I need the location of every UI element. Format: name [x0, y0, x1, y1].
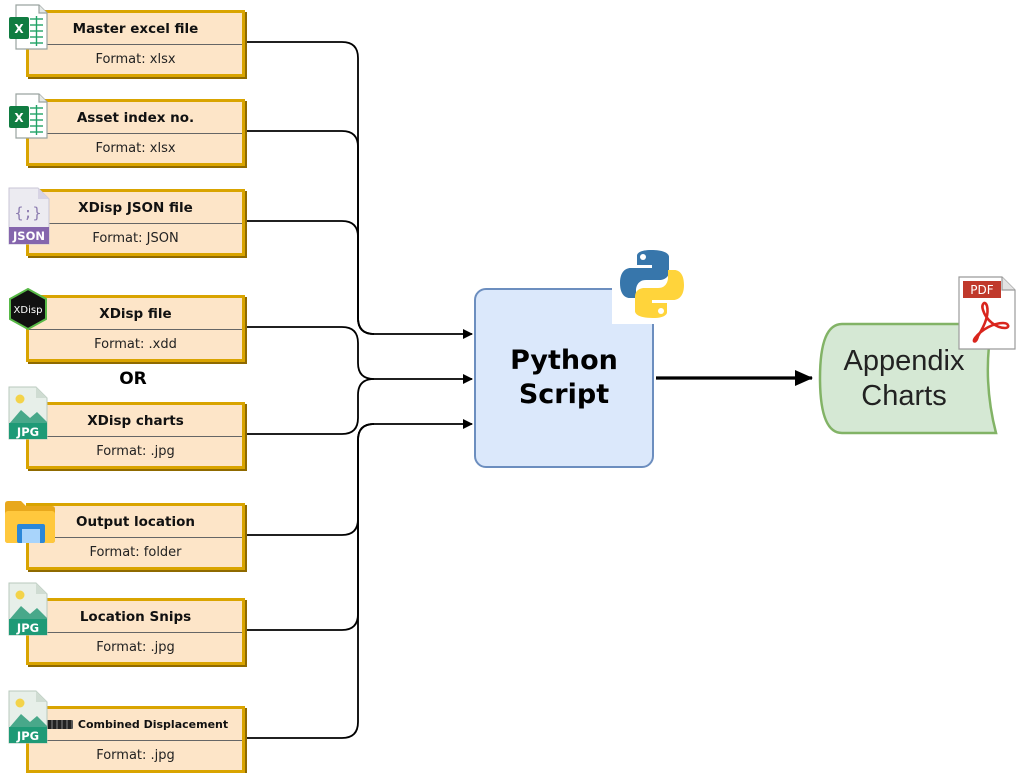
- input-title: Asset index no.: [76, 109, 195, 126]
- input-title: XDisp JSON file: [78, 199, 193, 216]
- input-output-location: Output location Format: folder: [26, 503, 245, 570]
- divider: [29, 44, 242, 45]
- divider: [29, 223, 242, 224]
- input-format: Format: folder: [89, 545, 182, 560]
- output-document-shape: [818, 322, 998, 435]
- output-appendix-charts: Appendix Charts: [822, 344, 986, 414]
- connector-location-snips: [242, 423, 375, 631]
- input-format: Format: JSON: [92, 231, 179, 246]
- input-format: Format: xlsx: [95, 52, 176, 67]
- input-asset-index: Asset index no. Format: xlsx: [26, 99, 245, 166]
- svg-text:JPG: JPG: [16, 729, 39, 743]
- folder-icon: [5, 501, 55, 543]
- connector-master-excel: [242, 41, 473, 339]
- input-title: XDisp file: [99, 305, 172, 322]
- input-title: XDisp charts: [87, 412, 184, 429]
- jpg-image-icon: JPG: [8, 582, 48, 636]
- divider: [29, 632, 242, 633]
- pdf-icon: PDF: [958, 276, 1016, 350]
- svg-text:JSON: JSON: [12, 229, 45, 243]
- connector-asset-index: [242, 130, 375, 335]
- input-title: Output location: [76, 513, 195, 530]
- input-format: Format: .jpg: [96, 640, 175, 655]
- output-label-line2: Charts: [861, 380, 947, 412]
- process-label-line2: Script: [518, 379, 610, 410]
- jpg-image-icon: JPG: [8, 690, 48, 744]
- jpg-image-icon: JPG: [8, 386, 48, 440]
- svg-text:X: X: [14, 22, 24, 36]
- input-format: Format: .jpg: [96, 748, 175, 763]
- json-file-icon: {;} JSON: [8, 187, 50, 245]
- input-combined-displacement: Combined Displacement Format: .jpg: [26, 706, 245, 773]
- input-title-wrap: Combined Displacement: [29, 709, 242, 740]
- svg-text:JPG: JPG: [16, 425, 39, 439]
- input-master-excel: Master excel file Format: xlsx: [26, 10, 245, 77]
- divider: [29, 329, 242, 330]
- connector-xdisp-json: [242, 220, 375, 335]
- or-label: OR: [119, 369, 147, 389]
- svg-text:X: X: [14, 111, 24, 125]
- divider: [29, 436, 242, 437]
- input-title: Master excel file: [72, 20, 199, 37]
- divider: [29, 537, 242, 538]
- svg-text:PDF: PDF: [970, 283, 993, 297]
- connector-xdisp-charts: [242, 378, 375, 435]
- input-xdisp-json: XDisp JSON file Format: JSON: [26, 189, 245, 256]
- svg-text:XDisp: XDisp: [14, 305, 43, 316]
- input-format: Format: .jpg: [96, 444, 175, 459]
- input-format: Format: .xdd: [94, 337, 177, 352]
- divider: [29, 133, 242, 134]
- svg-text:{;}: {;}: [14, 204, 41, 222]
- connector-combined-displacement: [242, 423, 375, 739]
- redacted-text: [42, 720, 73, 729]
- excel-icon: X: [9, 93, 48, 139]
- excel-icon: X: [9, 4, 48, 50]
- input-title: Location Snips: [79, 608, 192, 625]
- input-xdisp-charts: XDisp charts Format: .jpg: [26, 402, 245, 469]
- output-label-line1: Appendix: [843, 345, 965, 377]
- svg-text:JPG: JPG: [16, 621, 39, 635]
- connector-output-location: [242, 419, 473, 536]
- divider: [29, 740, 242, 741]
- process-label-line1: Python: [510, 345, 618, 376]
- python-logo-icon: [612, 244, 692, 324]
- input-location-snips: Location Snips Format: .jpg: [26, 598, 245, 665]
- xdisp-icon: XDisp: [9, 288, 47, 330]
- input-xdisp-file: XDisp file Format: .xdd: [26, 295, 245, 362]
- input-title: Combined Displacement: [77, 718, 229, 731]
- input-format: Format: xlsx: [95, 141, 176, 156]
- connector-xdisp-file: [242, 326, 473, 384]
